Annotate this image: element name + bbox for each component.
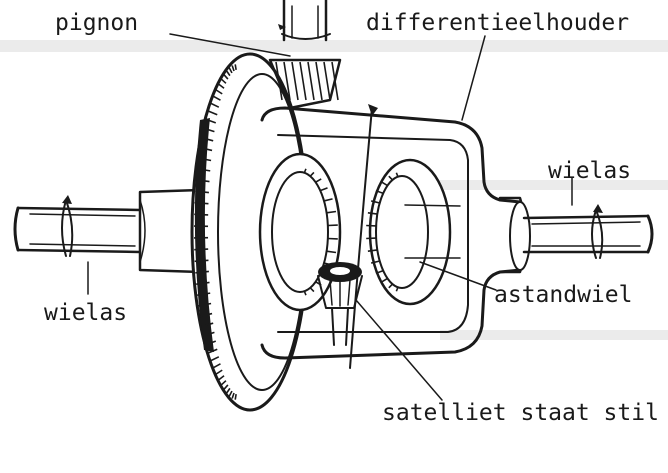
pinion-tooth — [316, 62, 322, 100]
right-hub — [500, 198, 530, 272]
label-pinion: pignon — [55, 10, 138, 36]
gear-tooth — [195, 260, 209, 261]
gear-tooth — [235, 64, 236, 70]
gear-tooth — [194, 249, 208, 250]
gear-tooth — [194, 214, 208, 215]
pinion-tooth — [324, 62, 330, 100]
label-carrier: differentieelhouder — [366, 10, 629, 36]
label-satellite: satelliet staat stil — [382, 400, 659, 426]
pinion-tooth — [300, 62, 306, 100]
right-axle-shaft — [524, 204, 652, 258]
left-axle-shaft — [15, 195, 140, 256]
label-side-gear: astandwiel — [494, 282, 632, 308]
pinion-tooth — [308, 62, 314, 100]
gear-tooth — [235, 394, 236, 400]
label-axle-left: wielas — [44, 300, 127, 326]
pinion-tooth — [292, 62, 298, 100]
gear-tooth — [195, 203, 209, 204]
label-axle-right: wielas — [548, 158, 631, 184]
